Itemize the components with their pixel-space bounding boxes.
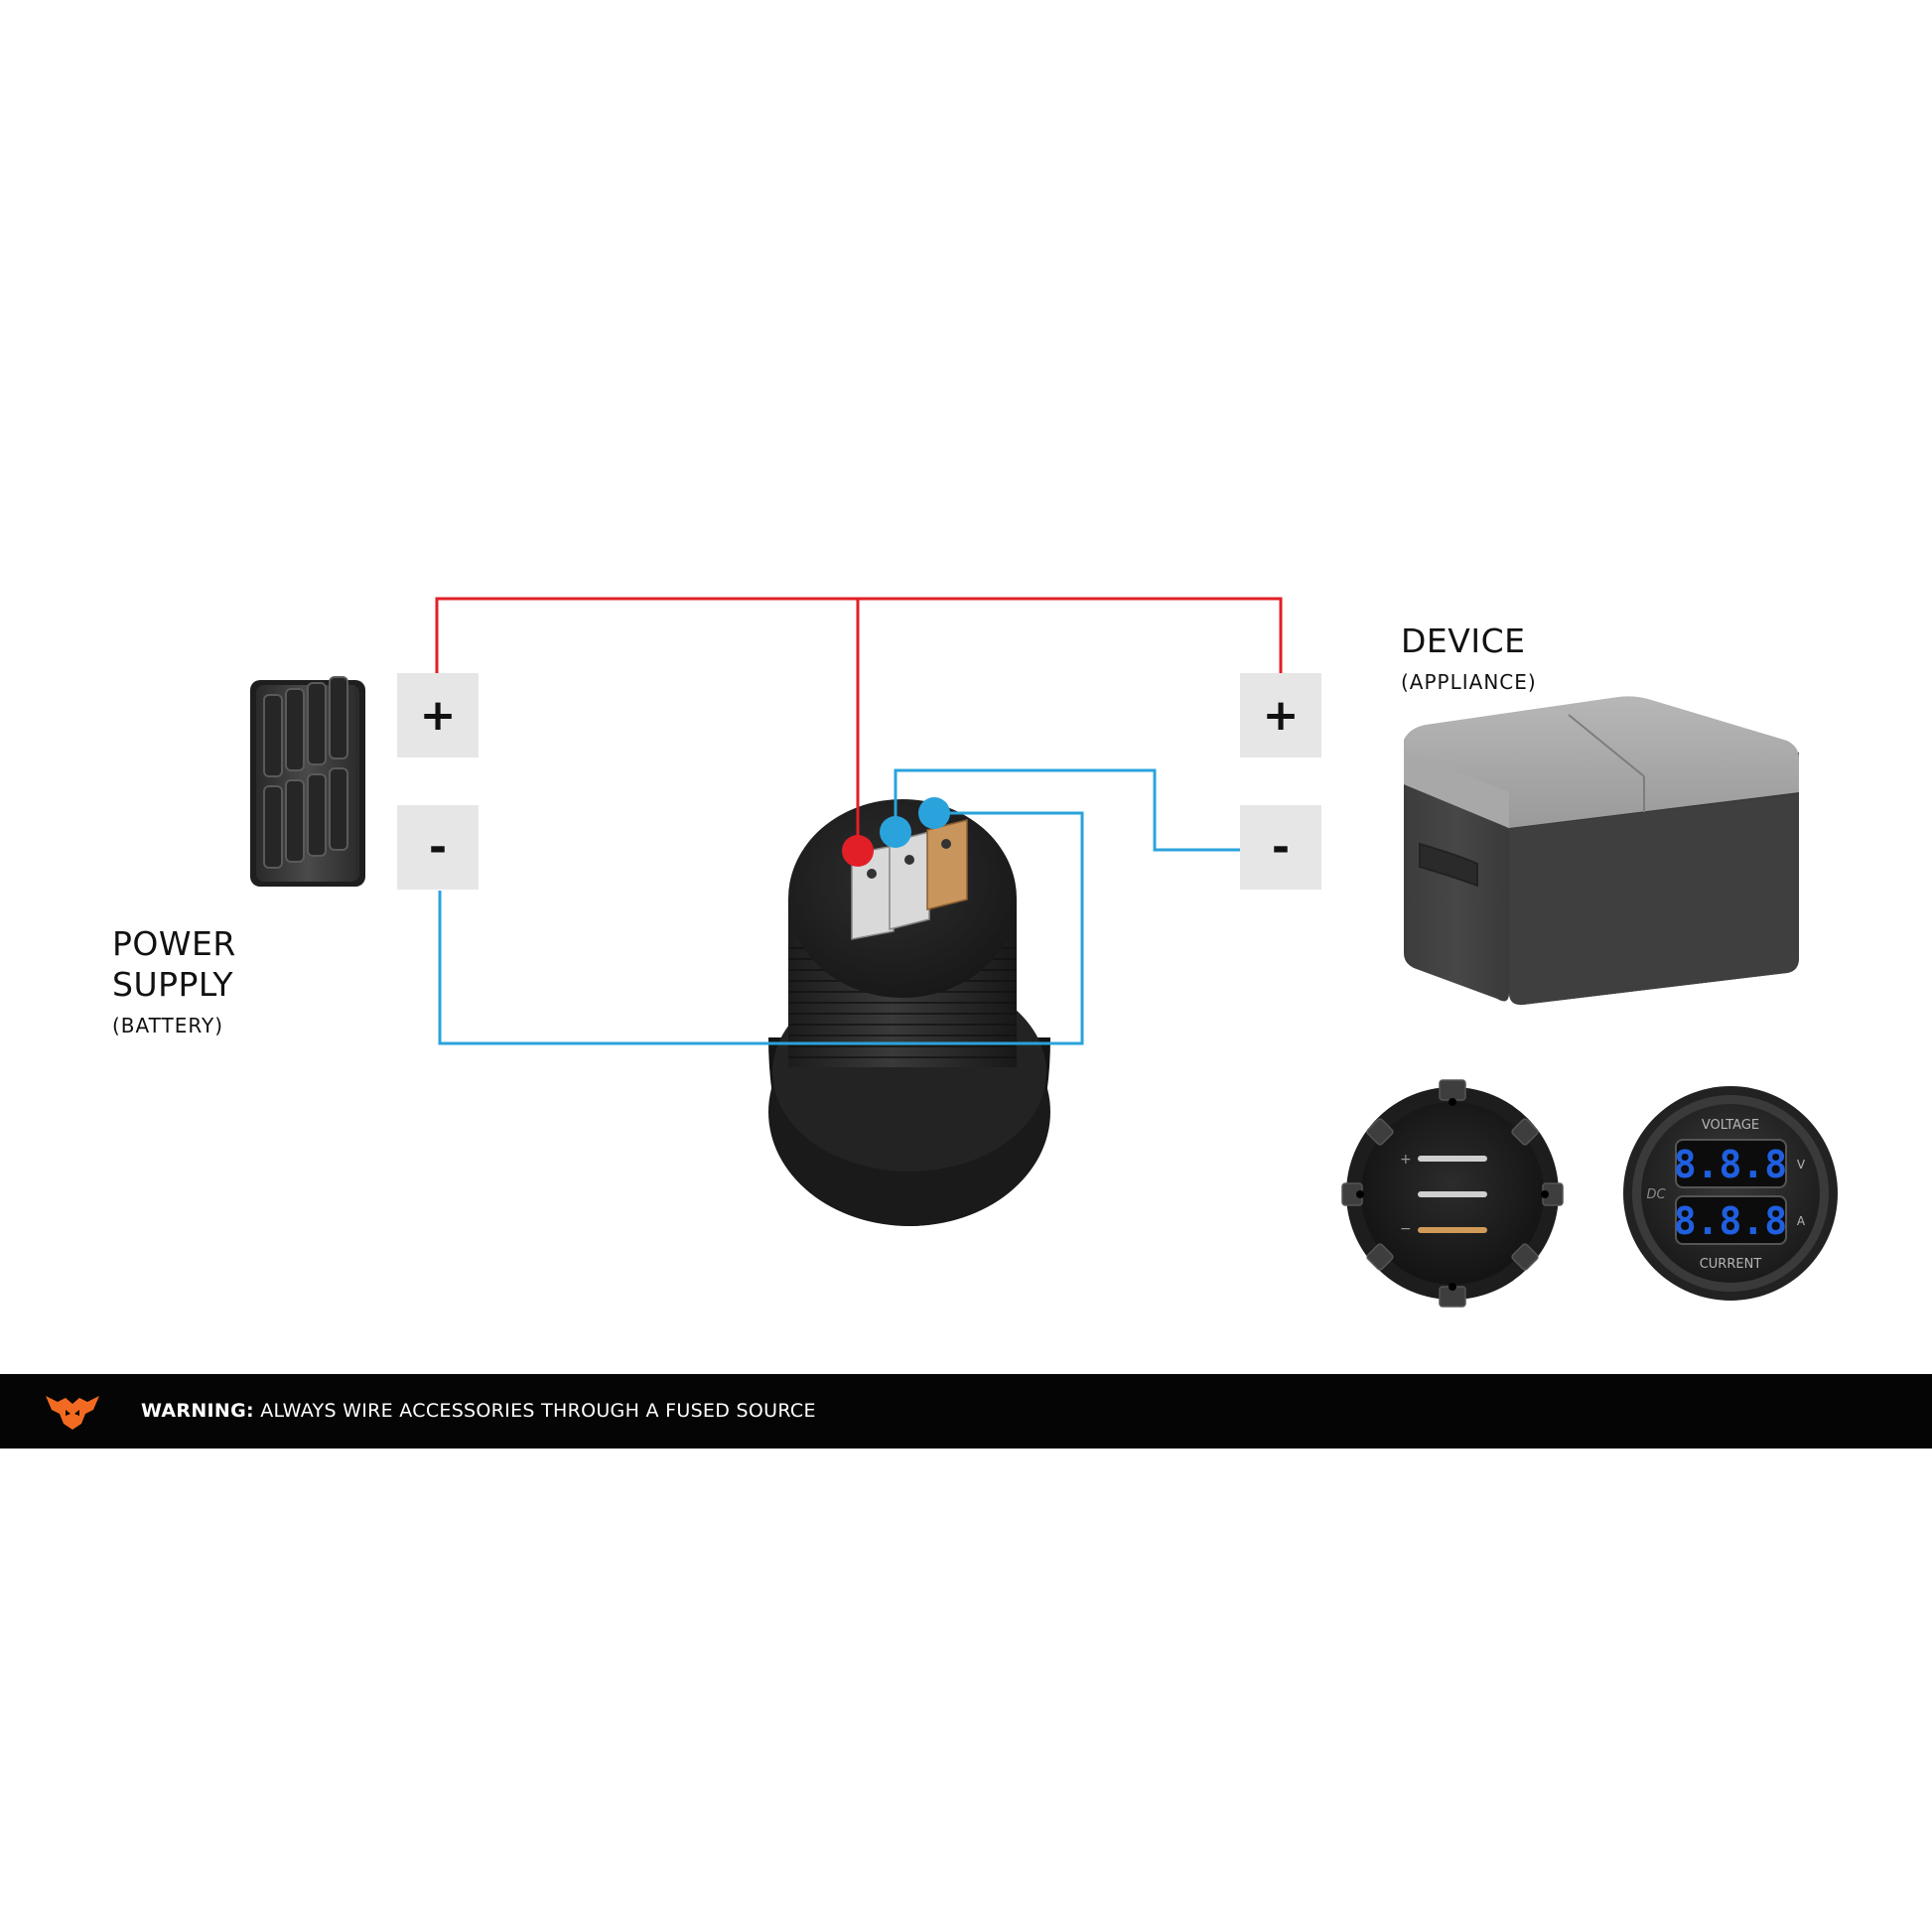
device-title: DEVICE xyxy=(1401,621,1526,660)
volt-unit-label: V xyxy=(1797,1158,1806,1172)
power-supply-title-line1: POWER xyxy=(112,924,236,963)
minus-sign: - xyxy=(1271,821,1291,873)
power-supply-negative-terminal: - xyxy=(397,805,479,890)
plus-sign: + xyxy=(1262,689,1300,741)
appliance-illustration xyxy=(1404,696,1799,1006)
device-positive-terminal: + xyxy=(1240,673,1321,758)
warning-bar: WARNING: ALWAYS WIRE ACCESSORIES THROUGH… xyxy=(0,1374,1932,1449)
meter-front-view xyxy=(1623,1086,1838,1301)
power-supply-positive-terminal: + xyxy=(397,673,479,758)
dc-label: DC xyxy=(1646,1187,1666,1202)
device-label: DEVICE (APPLIANCE) xyxy=(1401,621,1537,695)
plus-sign: + xyxy=(419,689,457,741)
negative-terminal-dot xyxy=(880,816,911,848)
battery-illustration xyxy=(250,676,365,887)
minus-sign: - xyxy=(428,821,448,873)
meter-side-view xyxy=(768,799,1050,1226)
negative-wires xyxy=(438,768,1241,1045)
warning-label: WARNING: xyxy=(141,1400,254,1422)
power-supply-title-line2: SUPPLY xyxy=(112,965,234,1004)
current-display-digits: 8.8.8 xyxy=(1674,1199,1787,1243)
brand-logo-icon xyxy=(46,1396,99,1430)
voltage-label: VOLTAGE xyxy=(1702,1118,1759,1133)
current-label: CURRENT xyxy=(1700,1257,1762,1272)
positive-terminal-dot xyxy=(842,835,874,867)
meter-back-view xyxy=(1341,1079,1564,1308)
positive-wires xyxy=(435,597,1283,852)
warning-message: WARNING: ALWAYS WIRE ACCESSORIES THROUGH… xyxy=(141,1374,816,1449)
voltage-display-digits: 8.8.8 xyxy=(1674,1143,1787,1186)
meter-back-minus-sign: − xyxy=(1400,1221,1412,1237)
device-negative-terminal: - xyxy=(1240,805,1321,890)
device-subtitle: (APPLIANCE) xyxy=(1401,670,1537,694)
warning-text: ALWAYS WIRE ACCESSORIES THROUGH A FUSED … xyxy=(253,1400,816,1422)
power-supply-subtitle: (BATTERY) xyxy=(112,1014,224,1037)
meter-back-plus-sign: + xyxy=(1400,1152,1412,1168)
third-terminal-dot xyxy=(918,797,950,829)
power-supply-label: POWER SUPPLY (BATTERY) xyxy=(112,923,236,1038)
amp-unit-label: A xyxy=(1797,1214,1806,1228)
